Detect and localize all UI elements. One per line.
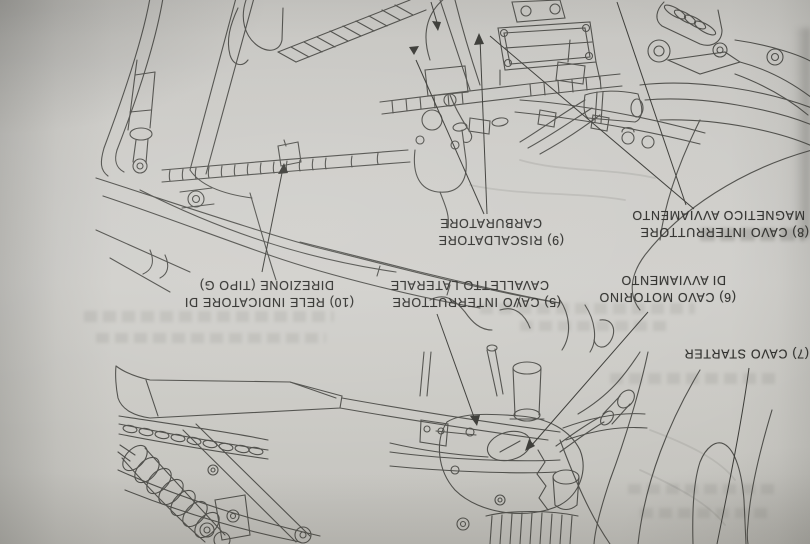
callout-leader-lines-bottom xyxy=(436,311,750,544)
bleed-through-text xyxy=(700,228,805,241)
callout-text: (10) RELE INDICATORE DI xyxy=(184,295,354,309)
bleed-through-text xyxy=(628,484,778,494)
top-engine-illustration xyxy=(95,0,810,353)
callout-cavo-motorino-avviamento: (6) CAVO MOTORINO DI AVVIAMENTO xyxy=(587,272,736,305)
bleed-through-text xyxy=(84,311,334,322)
leader-arrowheads xyxy=(470,415,535,451)
callout-cavo-starter: (7) CAVO STARTER xyxy=(671,345,809,362)
callout-cavo-interruttore-cavalletto: (5) CAVO INTERRUTTORE CAVALLETTO LATERAL… xyxy=(390,277,561,310)
callout-text: CARBURATORE xyxy=(439,216,542,231)
callout-text: (8) CAVO INTERRUTTORE xyxy=(639,225,809,239)
callout-leader-lines-top xyxy=(261,1,695,273)
bleed-through-text xyxy=(520,321,670,331)
bleed-through-text xyxy=(96,333,326,343)
callout-text: (5) CAVO INTERRUTTORE xyxy=(391,295,561,309)
callout-text: DI AVVIAMENTO xyxy=(620,273,726,288)
leader-arrowheads xyxy=(278,21,484,174)
callout-text: MAGNETICO AVVIAMENTO xyxy=(631,208,805,223)
callout-cavo-interruttore-magnetico: (8) CAVO INTERRUTTORE MAGNETICO AVVIAMEN… xyxy=(600,207,809,240)
callout-riscaldatore-carburatore: (9) RISCALDATORE CARBURATORE xyxy=(430,215,564,248)
callout-text: (7) CAVO STARTER xyxy=(683,346,809,361)
callout-text: (6) CAVO MOTORINO xyxy=(598,290,736,304)
bottom-engine-illustration xyxy=(115,344,773,544)
callout-rele-indicatore-direzione: (10) RELE INDICATORE DI DIREZIONE (TIPO … xyxy=(142,277,354,310)
callout-text: CAVALLETTO LATERALE xyxy=(390,278,549,293)
callout-text: DIREZIONE (TIPO G) xyxy=(199,278,334,293)
callout-text: (9) RISCALDATORE xyxy=(437,233,564,247)
bleed-through-text xyxy=(640,508,770,518)
